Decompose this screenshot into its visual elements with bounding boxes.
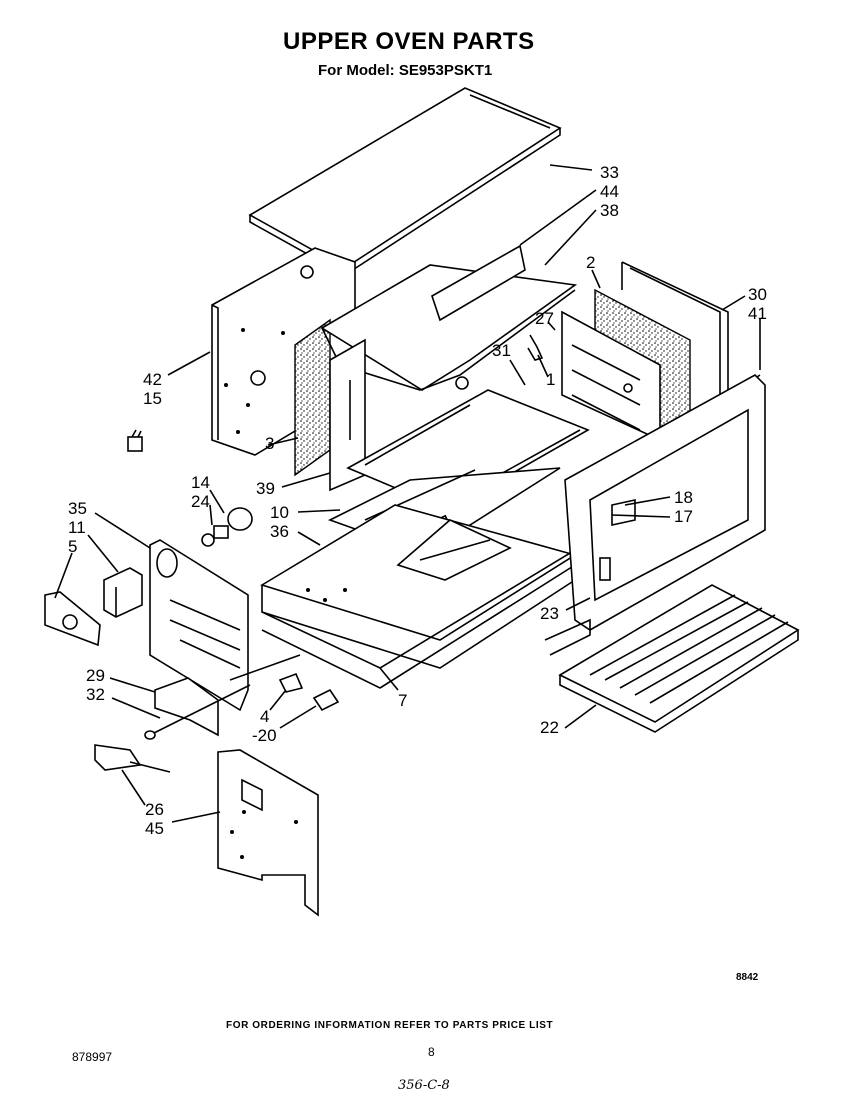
part-door-frame [544, 374, 766, 656]
model-line: For Model: SE953PSKT1 [318, 62, 492, 79]
part-top-panel [248, 87, 562, 276]
model-number: SE953PSKT1 [398, 62, 493, 79]
callout-30: 30 [748, 285, 767, 304]
callout-14: 14 [191, 473, 210, 492]
callout-29: 29 [86, 666, 105, 685]
callout-39: 39 [256, 479, 275, 498]
callout-labels: 33 44 38 2 30 41 27 1 31 42 15 3 39 14 2… [68, 163, 767, 838]
callout-5: 5 [68, 537, 77, 556]
page-title: UPPER OVEN PARTS [283, 28, 535, 55]
callout-35: 35 [68, 499, 87, 518]
callout-27: 27 [535, 309, 554, 328]
callout-20: -20 [252, 726, 277, 745]
part-light-bulb [201, 507, 253, 547]
callout-44: 44 [600, 182, 619, 201]
callout-18: 18 [674, 488, 693, 507]
part-bracket-1 [527, 334, 544, 361]
part-rear-cover [217, 749, 319, 917]
callout-42: 42 [143, 370, 162, 389]
callout-17: 17 [674, 507, 693, 526]
callout-2: 2 [586, 253, 595, 272]
part-clip-4 [278, 672, 304, 693]
callout-26: 26 [145, 800, 164, 819]
part-bottom-liner [260, 504, 577, 669]
callout-22: 22 [540, 718, 559, 737]
callout-45: 45 [145, 819, 164, 838]
leader-lines [54, 164, 761, 823]
part-oven-liner [320, 244, 578, 492]
handwritten-note: 356-C-8 [398, 1078, 450, 1093]
callout-11: 11 [68, 518, 86, 537]
part-clip-15 [127, 429, 143, 452]
callout-10: 10 [270, 503, 289, 522]
callout-36: 36 [270, 522, 289, 541]
page-number: 8 [428, 1045, 435, 1059]
ordering-note: FOR ORDERING INFORMATION REFER TO PARTS … [226, 1020, 554, 1031]
part-control-panel [149, 539, 301, 712]
callout-31: 31 [492, 341, 511, 360]
callout-33: 33 [600, 163, 619, 182]
callout-1: 1 [546, 370, 555, 389]
part-connector-20 [312, 688, 340, 712]
model-label: For Model: [318, 62, 395, 79]
callout-38: 38 [600, 201, 619, 220]
callout-15: 15 [143, 389, 162, 408]
figure-number: 8842 [736, 972, 759, 983]
callout-3: 3 [265, 434, 274, 453]
callout-41: 41 [748, 304, 767, 323]
part-broiler-pan [558, 584, 800, 733]
callout-7: 7 [398, 691, 407, 710]
callout-32: 32 [86, 685, 105, 704]
part-thermostat-bracket [144, 677, 251, 740]
callout-4: 4 [260, 707, 269, 726]
callout-24: 24 [191, 492, 210, 511]
document-number: 878997 [72, 1050, 113, 1064]
part-thermostat [94, 744, 171, 773]
part-cover-bracket [44, 591, 101, 647]
part-relay [103, 567, 143, 618]
callout-23: 23 [540, 604, 559, 623]
part-left-insulation [294, 318, 331, 477]
